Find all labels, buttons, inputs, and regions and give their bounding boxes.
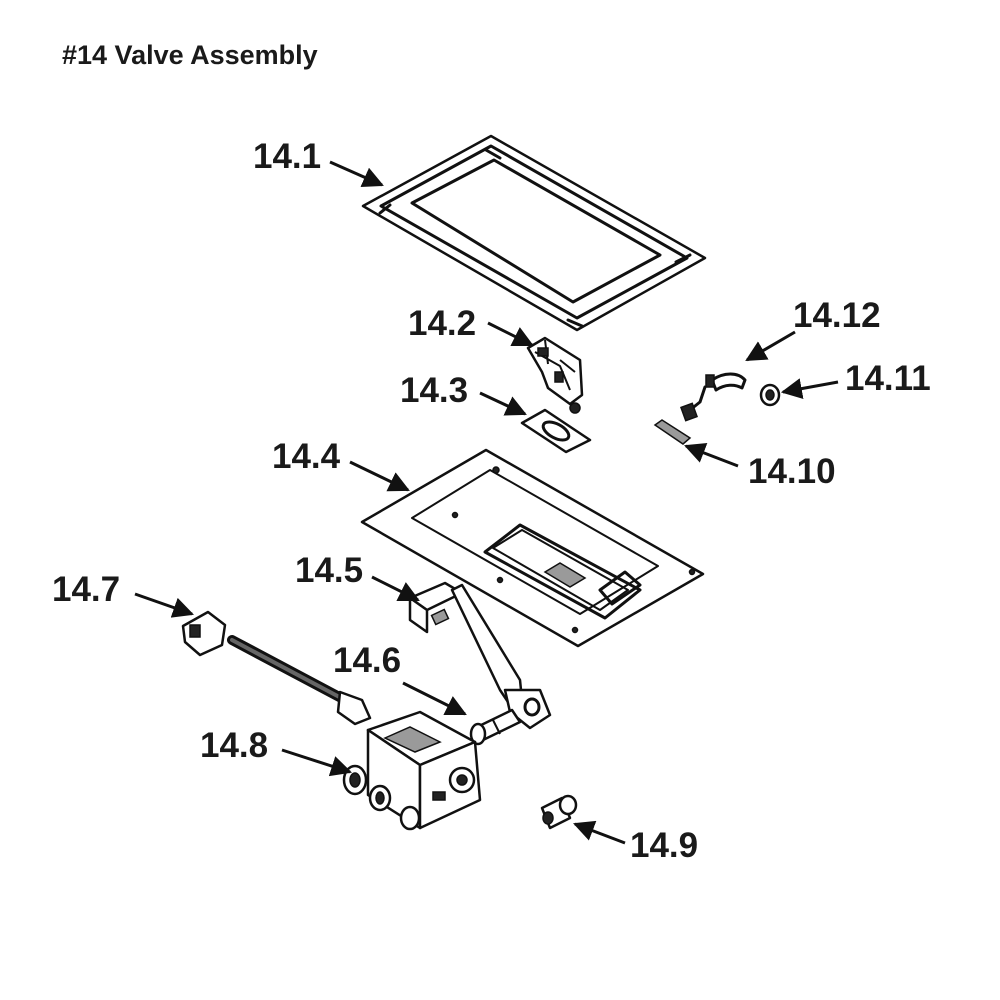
part-14-3-plate: [520, 408, 592, 454]
callout-14-7: 14.7: [52, 570, 120, 609]
leader-14-1: [329, 160, 384, 187]
callout-14-5: 14.5: [295, 551, 363, 590]
leader-14-8: [281, 748, 352, 777]
part-14-2-bracket: [526, 336, 584, 414]
leader-14-10: [684, 442, 739, 468]
part-14-8-gas-valve: [342, 710, 482, 831]
callout-14-1: 14.1: [253, 137, 321, 176]
page-title: #14 Valve Assembly: [62, 40, 318, 70]
leader-14-9: [573, 820, 626, 845]
leader-14-7: [134, 592, 194, 618]
leader-14-4: [349, 460, 410, 492]
leader-14-5: [371, 575, 420, 602]
leader-14-12: [745, 330, 796, 362]
leader-14-6: [402, 681, 467, 716]
callout-14-3: 14.3: [400, 371, 468, 410]
leader-14-2: [487, 321, 534, 347]
callout-14-8: 14.8: [200, 726, 268, 765]
leader-14-11: [780, 378, 839, 399]
part-14-10-bar: [653, 419, 692, 445]
callout-14-4: 14.4: [272, 437, 341, 476]
callout-14-12: 14.12: [793, 296, 881, 335]
part-14-6-stem: [469, 708, 522, 746]
callout-14-10: 14.10: [748, 452, 836, 491]
callout-14-2: 14.2: [408, 304, 476, 343]
leader-14-3: [479, 391, 527, 416]
callout-14-11: 14.11: [845, 359, 931, 398]
part-14-4-base-plate: [360, 448, 705, 648]
part-14-5-mounting-bracket: [408, 581, 552, 730]
part-14-9-elbow-fitting: [540, 794, 578, 830]
callout-14-9: 14.9: [630, 826, 698, 865]
part-14-11-nut: [759, 383, 781, 407]
part-14-7-flex-line: [181, 610, 372, 726]
part-14-1-gasket: [361, 134, 707, 332]
part-14-12-fitting: [680, 372, 747, 422]
callout-14-6: 14.6: [333, 641, 401, 680]
